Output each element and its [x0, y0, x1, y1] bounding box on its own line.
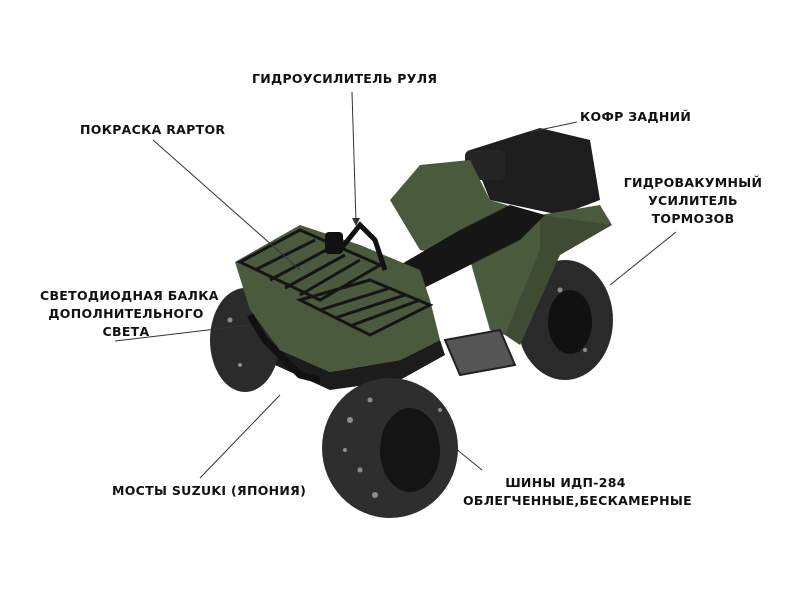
handlebar	[338, 221, 388, 271]
label-line: ДОПОЛНИТЕЛЬНОГО	[48, 306, 204, 321]
front-bumper	[246, 313, 321, 384]
label-brake-booster: ГИДРОВАКУМНЫЙ УСИЛИТЕЛЬ ТОРМОЗОВ	[622, 174, 764, 228]
label-axles: МОСТЫ SUZUKI (ЯПОНИЯ)	[112, 483, 307, 498]
leader-tires	[449, 443, 483, 471]
label-line: СВЕТА	[102, 324, 150, 339]
label-paint: ПОКРАСКА RAPTOR	[80, 122, 226, 137]
label-line: СВЕТОДИОДНАЯ БАЛКА	[40, 288, 219, 303]
leader-led	[114, 324, 251, 342]
leader-paint	[152, 139, 301, 271]
leader-rear-box	[529, 121, 578, 133]
front-rack	[236, 228, 434, 337]
label-line: ГИДРОВАКУМНЫЙ	[623, 175, 763, 190]
label-line: ТОРМОЗОВ	[651, 211, 735, 226]
label-line: ОБЛЕГЧЕННЫЕ,БЕСКАМЕРНЫЕ	[463, 493, 692, 508]
seat	[400, 205, 545, 290]
label-line: УСИЛИТЕЛЬ	[648, 193, 738, 208]
leader-lines	[114, 91, 677, 479]
arrow-icon	[352, 218, 360, 226]
label-tires: ШИНЫ ИДП-284 ОБЛЕГЧЕННЫЕ,БЕСКАМЕРНЫЕ	[463, 474, 692, 510]
front-body	[235, 225, 440, 372]
label-led-bar: СВЕТОДИОДНАЯ БАЛКА ДОПОЛНИТЕЛЬНОГО СВЕТА	[40, 287, 219, 341]
leader-brake	[609, 231, 677, 286]
rear-box	[470, 128, 600, 215]
leader-axles	[199, 394, 281, 479]
leader-steering	[351, 91, 357, 223]
rear-fender	[390, 160, 612, 340]
label-steering: ГИДРОУСИЛИТЕЛЬ РУЛЯ	[252, 71, 438, 86]
footrest	[443, 328, 517, 377]
label-line: ШИНЫ ИДП-284	[505, 475, 626, 490]
label-rear-box: КОФР ЗАДНИЙ	[580, 109, 692, 124]
